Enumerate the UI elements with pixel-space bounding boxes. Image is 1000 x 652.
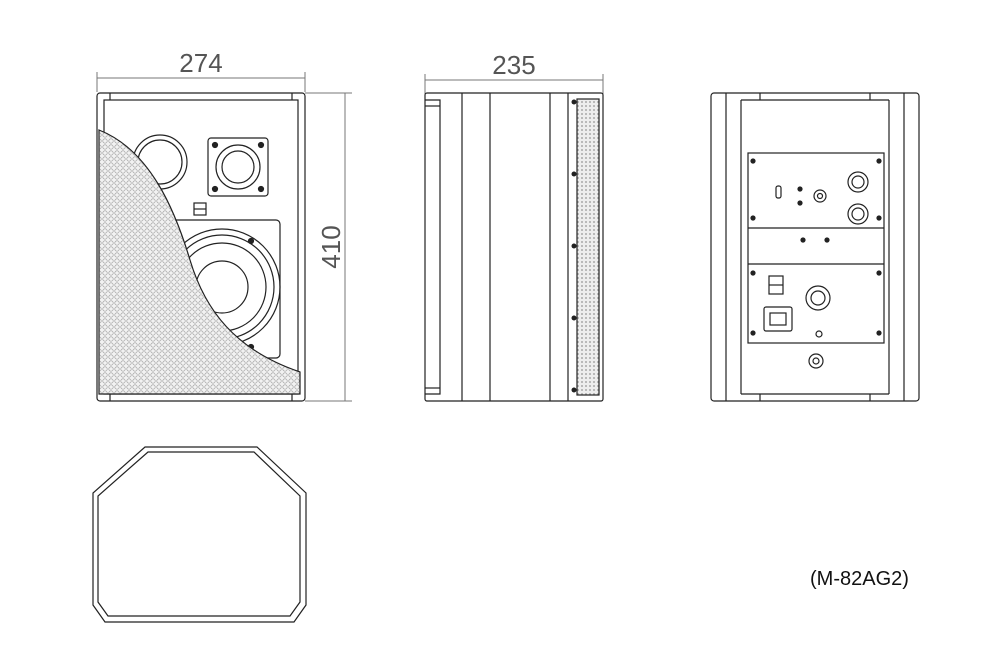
- rear-cabinet: [710, 92, 920, 402]
- depth-dimension: [424, 74, 604, 94]
- side-cabinet: [424, 92, 604, 402]
- depth-label: 235: [492, 50, 535, 80]
- front-grille: [98, 129, 301, 395]
- height-dimension: [305, 92, 352, 402]
- tweeter-plate: [207, 137, 269, 197]
- model-label: (M-82AG2): [810, 568, 909, 590]
- speakon-jack: [805, 285, 831, 311]
- front-view: 274 410: [96, 48, 352, 402]
- power-inlet: [763, 306, 793, 332]
- height-label: 410: [316, 225, 346, 268]
- volume-knob: [813, 189, 827, 203]
- amplifier-panel: [747, 152, 885, 344]
- front-cabinet: [96, 92, 306, 402]
- tweeter: [215, 144, 261, 190]
- xlr-input: [847, 171, 869, 193]
- xlr-output: [847, 203, 869, 225]
- width-dimension: [96, 72, 306, 92]
- rear-view: [710, 92, 920, 402]
- side-view: 235: [424, 50, 604, 402]
- side-grille: [576, 98, 600, 396]
- width-label: 274: [179, 48, 222, 78]
- mounting-point: [808, 353, 824, 369]
- mode-switch: [775, 185, 782, 199]
- top-view: [92, 446, 307, 623]
